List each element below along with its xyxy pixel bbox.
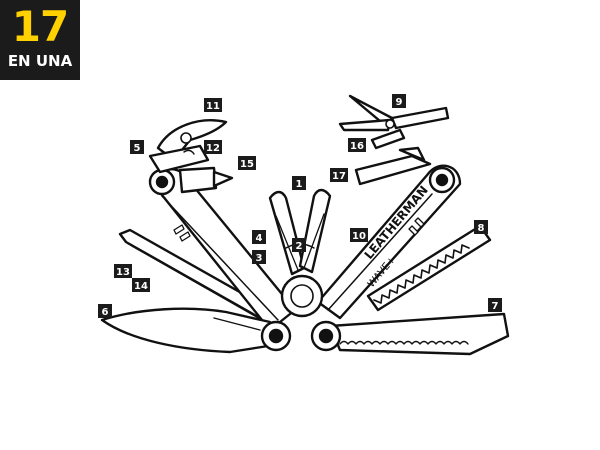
knife-blade: [100, 307, 272, 354]
callout-1-label: 1: [296, 179, 303, 190]
callout-5-label: 5: [134, 143, 141, 154]
serrated-blade: [328, 312, 510, 356]
callout-17-label: 17: [332, 171, 346, 182]
bottle-opener: [148, 144, 210, 174]
callout-8-label: 8: [478, 223, 485, 234]
callout-4-label: 4: [256, 233, 263, 244]
callout-6-label: 6: [102, 307, 109, 318]
callout-1: 1: [292, 176, 306, 190]
callout-14-label: 14: [134, 281, 148, 292]
callout-16: 16: [348, 138, 366, 152]
right-pivot-inner: [435, 173, 449, 187]
callout-2-label: 2: [296, 241, 303, 252]
callout-17: 17: [330, 168, 348, 182]
callout-6: 6: [98, 304, 112, 318]
tool-count-caption: EN UNA: [7, 52, 73, 70]
callout-11: 11: [204, 98, 222, 112]
bit-driver: [178, 166, 234, 194]
callout-16-label: 16: [350, 141, 364, 152]
tool-count-number: 17: [11, 2, 69, 51]
left-pivot-inner: [155, 175, 169, 189]
callout-9: 9: [392, 94, 406, 108]
callout-5: 5: [130, 140, 144, 154]
callout-2: 2: [292, 238, 306, 252]
callout-7: 7: [488, 298, 502, 312]
callout-10-label: 10: [352, 231, 366, 242]
callout-3-label: 3: [256, 253, 263, 264]
callout-7-label: 7: [492, 301, 499, 312]
callout-3: 3: [252, 250, 266, 264]
callout-13-label: 13: [116, 267, 130, 278]
callout-4: 4: [252, 230, 266, 244]
lower-left-pivot-inner: [268, 328, 284, 344]
saw-blade: [366, 224, 492, 312]
callout-11-label: 11: [206, 101, 220, 112]
callout-15-label: 15: [240, 159, 254, 170]
callout-10: 10: [350, 228, 368, 242]
right-handle: [316, 164, 462, 320]
lower-right-pivot-inner: [318, 328, 334, 344]
pliers: [268, 188, 332, 318]
callout-15: 15: [238, 156, 256, 170]
callout-8: 8: [474, 220, 488, 234]
callout-14: 14: [132, 278, 150, 292]
callout-labels: 1 2 3 4 5 6 7 8: [98, 94, 502, 318]
scissors: [338, 94, 450, 132]
callout-9-label: 9: [396, 97, 403, 108]
tool-count-badge: 17 EN UNA: [0, 0, 80, 80]
callout-13: 13: [114, 264, 132, 278]
callout-12-label: 12: [206, 143, 220, 154]
callout-12: 12: [204, 140, 222, 154]
ruler-arm: [354, 128, 432, 186]
